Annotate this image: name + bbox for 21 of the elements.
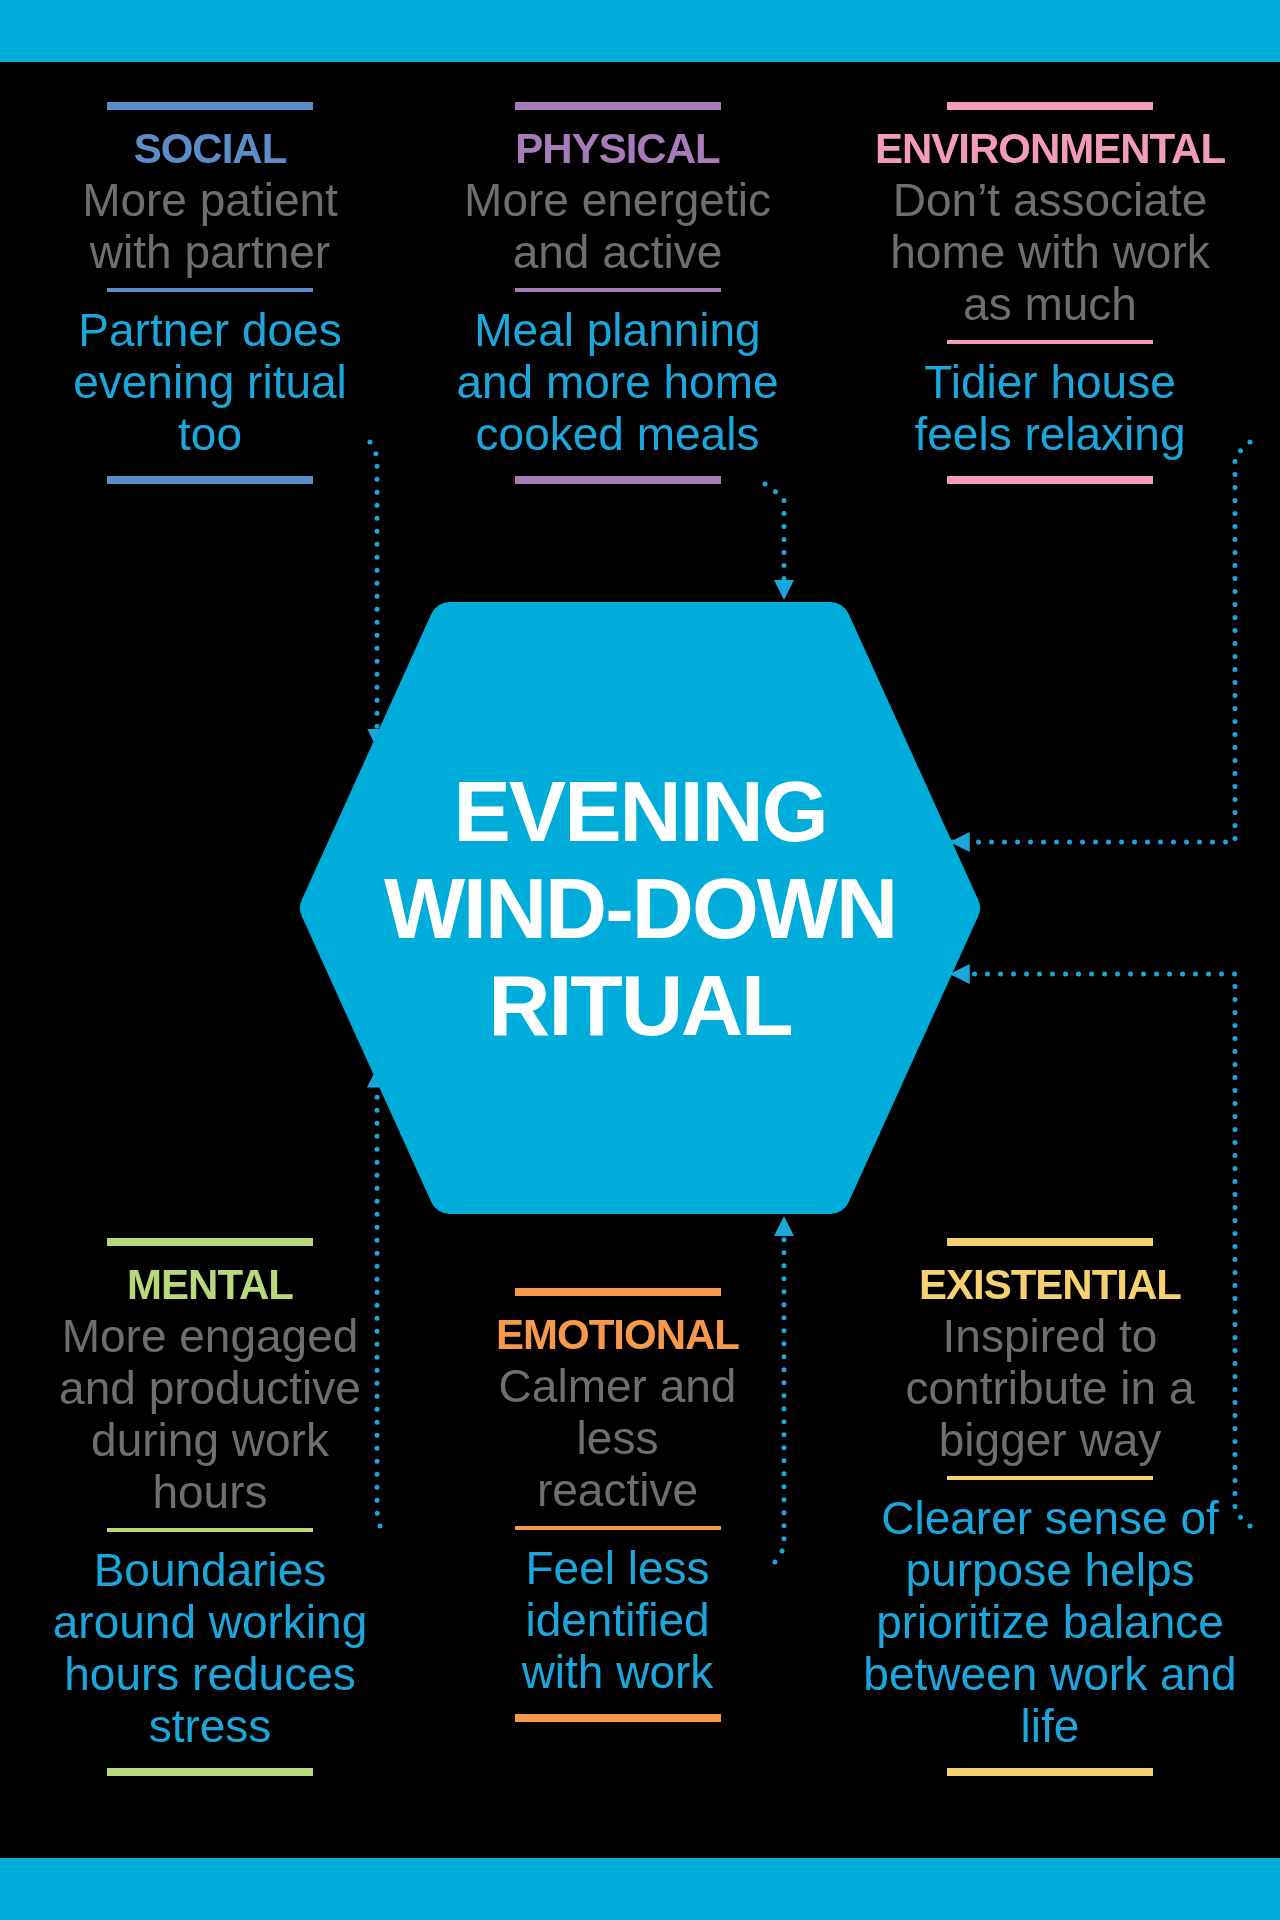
practice-text: Meal planning and more home cooked meals xyxy=(455,304,780,460)
category-heading: ENVIRONMENTAL xyxy=(874,124,1226,174)
category-heading: MENTAL xyxy=(127,1260,293,1310)
practice-text: Tidier house feels relaxing xyxy=(913,356,1187,460)
effect-text: More patient with partner xyxy=(81,174,339,278)
effect-text: More engaged and productive during work hours xyxy=(58,1310,362,1518)
practice-text: Boundaries around working hours reduces stress xyxy=(51,1544,369,1752)
category-heading: EXISTENTIAL xyxy=(919,1260,1181,1310)
hexagon-title: EVENING WIND-DOWN RITUAL xyxy=(382,762,898,1054)
practice-text: Feel less identified with work xyxy=(520,1542,715,1698)
dotted-arrow xyxy=(772,1215,794,1565)
category-heading: SOCIAL xyxy=(133,124,287,174)
effect-text: Calmer and less reactive xyxy=(497,1360,738,1516)
practice-text: Partner does evening ritual too xyxy=(72,304,348,460)
dotted-arrow xyxy=(762,481,794,601)
category-heading: EMOTIONAL xyxy=(496,1310,739,1360)
effect-text: Inspired to contribute in a bigger way xyxy=(904,1310,1196,1466)
category-heading: PHYSICAL xyxy=(515,124,720,174)
practice-text: Clearer sense of purpose helps prioritize balance between work and life xyxy=(862,1492,1238,1752)
effect-text: Don’t associate home with work as much xyxy=(889,174,1211,330)
effect-text: More energetic and active xyxy=(463,174,772,278)
